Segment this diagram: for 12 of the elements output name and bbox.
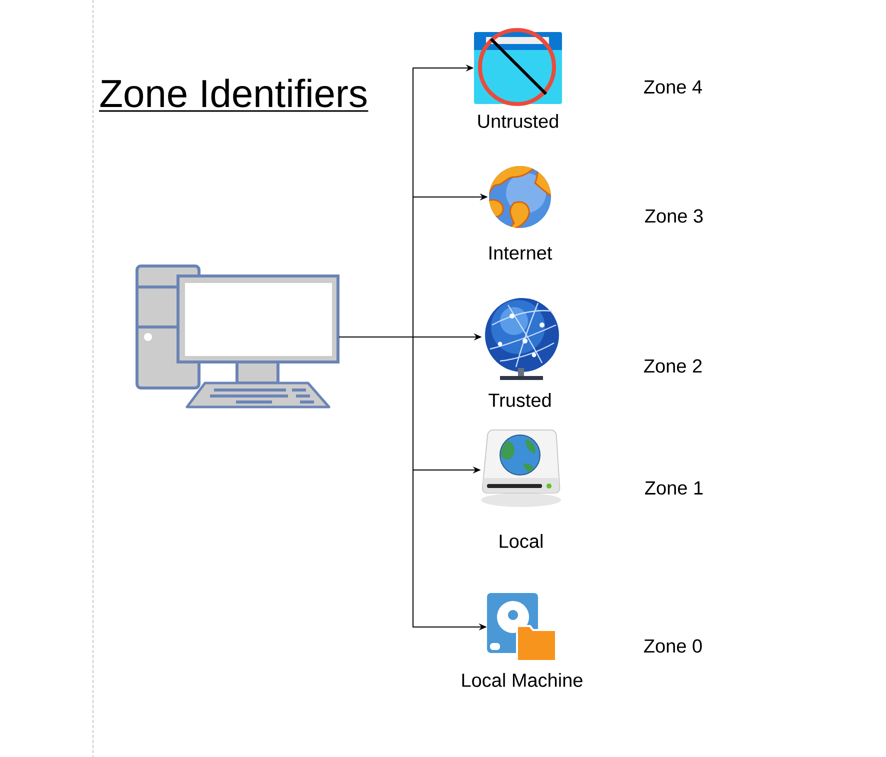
icon-label: Untrusted <box>478 114 558 128</box>
zone-label: Zone 4 <box>644 80 702 94</box>
zone-label: Zone 1 <box>645 481 703 495</box>
icon-label: Trusted <box>488 393 551 407</box>
icon-label: Local Machine <box>462 673 582 687</box>
icon-label: Local <box>500 534 542 548</box>
desktop-computer <box>136 264 340 408</box>
icon-label: Internet <box>490 246 552 260</box>
zone-label: Zone 2 <box>644 359 702 373</box>
zone-label: Zone 3 <box>645 209 703 223</box>
title: Zone Identifiers <box>99 78 368 112</box>
zone-label: Zone 0 <box>644 639 702 653</box>
